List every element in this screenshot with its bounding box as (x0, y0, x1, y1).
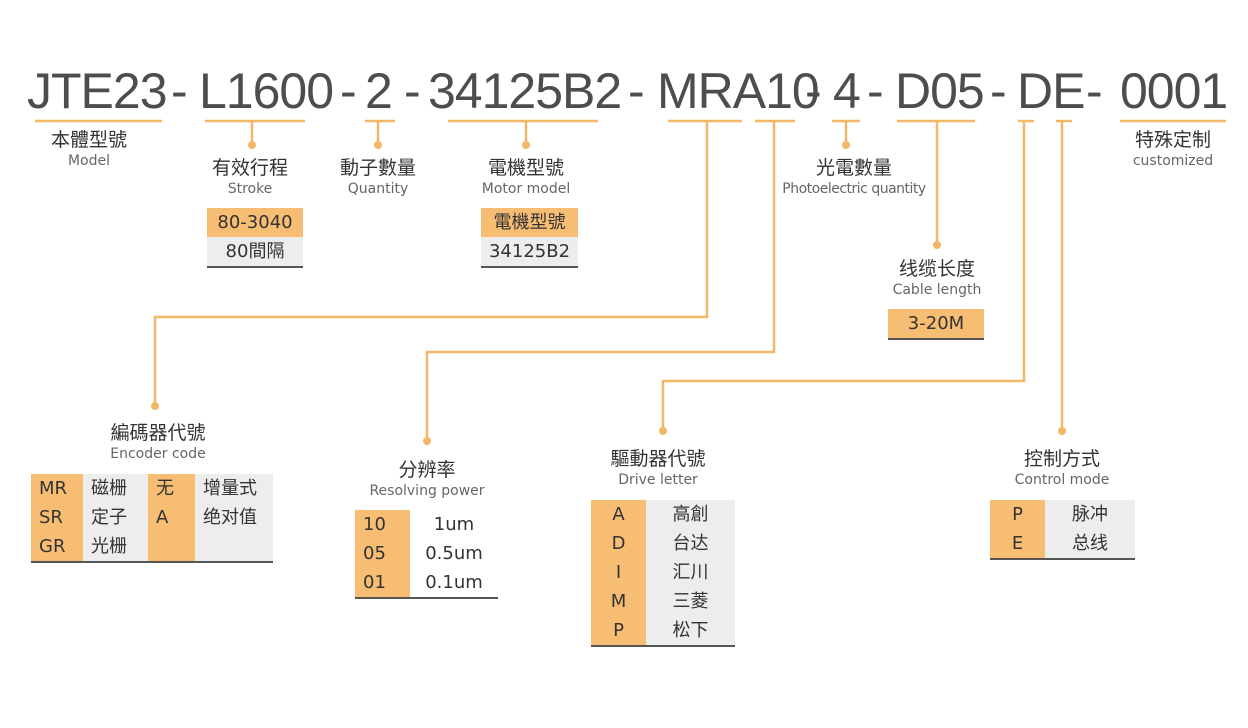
table-cell: 总线 (1045, 529, 1135, 558)
label-stroke: 有效行程 Stroke (211, 157, 288, 197)
table-cell: 磁栅 (83, 474, 148, 503)
table-cell: GR (31, 532, 83, 561)
code-part-base: JTE23 (27, 63, 168, 119)
code-dash: - (340, 63, 357, 119)
table-cell: 脉冲 (1045, 500, 1135, 529)
table-cell: 汇川 (646, 558, 735, 587)
table-cell: 松下 (646, 616, 735, 645)
table-cell (195, 532, 273, 561)
table-cell: 台达 (646, 529, 735, 558)
table-cell: M (591, 587, 646, 616)
resolving-table: 10 1um 05 0.5um 01 0.1um (355, 510, 498, 599)
table-cell: A (591, 500, 646, 529)
table-cell (148, 532, 195, 561)
label-model: 本體型號 Model (50, 129, 127, 169)
code-dash: - (867, 63, 884, 119)
cable-value: 3-20M (888, 309, 984, 338)
code-dash: - (1086, 63, 1103, 119)
label-drive: 驅動器代號 Drive letter (610, 448, 706, 488)
table-cell: 三菱 (646, 587, 735, 616)
motor-value: 34125B2 (481, 237, 578, 266)
code-part-custom: 0001 (1120, 63, 1228, 119)
table-cell: 无 (148, 474, 195, 503)
table-cell: P (990, 500, 1045, 529)
label-control: 控制方式 Control mode (1014, 448, 1110, 488)
code-part-cable: D05 (895, 63, 985, 119)
table-cell: A (148, 503, 195, 532)
drive-table: A 高創 D 台达 I 汇川 M 三菱 P 松下 (591, 500, 735, 647)
table-cell: 定子 (83, 503, 148, 532)
table-cell: 01 (355, 568, 410, 597)
stroke-interval: 80間隔 (207, 237, 303, 266)
table-cell: 1um (410, 510, 498, 539)
code-part-stroke: L1600 (199, 63, 334, 119)
table-cell: P (591, 616, 646, 645)
code-dash: - (990, 63, 1007, 119)
code-dash: - (628, 63, 645, 119)
motor-header: 電機型號 (481, 208, 578, 237)
stroke-table: 80-3040 80間隔 (207, 208, 303, 268)
label-cable-length: 线缆长度 Cable length (892, 258, 982, 298)
motor-table: 電機型號 34125B2 (481, 208, 578, 268)
code-part-motor: 34125B2 (428, 63, 622, 119)
label-customized: 特殊定制 customized (1132, 129, 1214, 169)
table-cell: E (990, 529, 1045, 558)
table-cell: 05 (355, 539, 410, 568)
encoder-table: MR 磁栅 无 增量式 SR 定子 A 绝对值 GR 光栅 (31, 474, 273, 563)
table-cell: 10 (355, 510, 410, 539)
table-cell: SR (31, 503, 83, 532)
code-dash: - (805, 63, 822, 119)
table-cell: D (591, 529, 646, 558)
table-cell: 绝对值 (195, 503, 273, 532)
label-photoelectric: 光電數量 Photoelectric quantity (782, 157, 926, 197)
code-part-quantity: 2 (365, 63, 393, 119)
code-part-photo: 4 (833, 63, 861, 119)
label-quantity: 動子數量 Quantity (339, 157, 416, 197)
table-cell: 高創 (646, 500, 735, 529)
label-resolving: 分辨率 Resolving power (369, 459, 485, 499)
table-cell: I (591, 558, 646, 587)
code-dash: - (404, 63, 421, 119)
stroke-range: 80-3040 (207, 208, 303, 237)
label-motor-model: 電機型號 Motor model (481, 157, 571, 197)
table-cell: MR (31, 474, 83, 503)
cable-table: 3-20M (888, 309, 984, 340)
label-encoder: 編碼器代號 Encoder code (110, 422, 206, 462)
code-part-encoder-resolving: MRA10 (657, 63, 820, 119)
table-cell: 0.5um (410, 539, 498, 568)
code-part-drive-control: DE (1017, 63, 1085, 119)
code-dash: - (171, 63, 188, 119)
table-cell: 光栅 (83, 532, 148, 561)
control-table: P 脉冲 E 总线 (990, 500, 1135, 560)
table-cell: 0.1um (410, 568, 498, 597)
table-cell: 增量式 (195, 474, 273, 503)
